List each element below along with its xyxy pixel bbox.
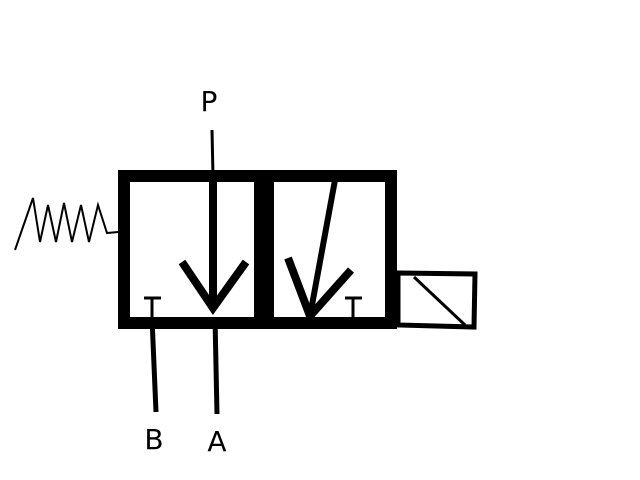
pressure-line	[210, 129, 215, 177]
port-a-line	[212, 317, 220, 415]
right-valve-box	[262, 170, 397, 329]
port-label-p: P	[200, 85, 218, 118]
port-label-a: A	[207, 425, 227, 458]
spring-actuator-icon	[14, 197, 119, 251]
solenoid-actuator-icon	[395, 270, 478, 330]
tank-symbol-right-icon	[345, 296, 362, 318]
tank-symbol-left-icon	[144, 296, 161, 318]
port-label-b: B	[144, 423, 164, 456]
port-b-line	[149, 317, 159, 413]
left-valve-box	[118, 170, 266, 329]
left-flow-arrow-icon	[178, 176, 250, 316]
right-flow-arrow-icon	[284, 179, 354, 324]
